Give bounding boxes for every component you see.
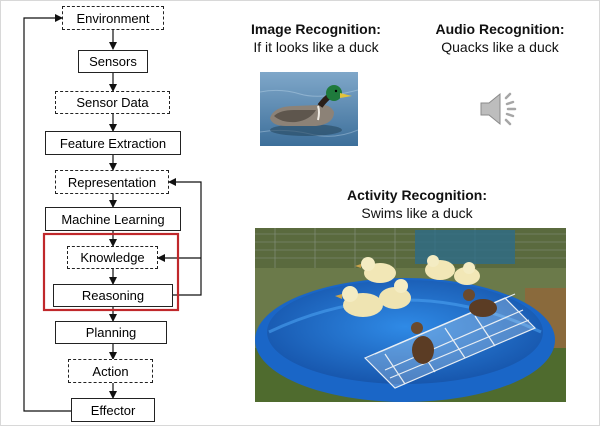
box-reasoning: Reasoning	[53, 284, 173, 307]
speaker-icon	[480, 92, 517, 126]
activity-recognition-subtitle: Swims like a duck	[361, 205, 473, 221]
box-sensor-data: Sensor Data	[55, 91, 170, 114]
image-recognition-subtitle: If it looks like a duck	[253, 39, 379, 55]
box-representation: Representation	[55, 170, 169, 194]
arrow-effector-environment	[23, 14, 71, 412]
box-planning: Planning	[55, 321, 167, 344]
duck-photo	[260, 72, 358, 146]
activity-recognition-heading: Activity Recognition: Swims like a duck	[322, 186, 512, 222]
box-feature-extraction: Feature Extraction	[45, 131, 181, 155]
box-effector: Effector	[71, 398, 155, 422]
audio-recognition-subtitle: Quacks like a duck	[441, 39, 559, 55]
audio-recognition-heading: Audio Recognition: Quacks like a duck	[414, 20, 586, 56]
image-recognition-heading: Image Recognition: If it looks like a du…	[226, 20, 406, 56]
ducklings-pool-photo	[255, 228, 566, 402]
image-recognition-title: Image Recognition:	[251, 21, 381, 37]
duck-photo-icon	[260, 72, 358, 146]
box-environment: Environment	[62, 6, 164, 30]
ducklings-pool-icon	[255, 228, 566, 402]
box-machine-learning: Machine Learning	[45, 207, 181, 231]
box-sensors: Sensors	[78, 50, 148, 73]
activity-recognition-title: Activity Recognition:	[346, 187, 487, 203]
box-knowledge: Knowledge	[67, 246, 158, 269]
arrow-reasoning-representation	[168, 178, 202, 296]
audio-recognition-title: Audio Recognition:	[435, 21, 565, 37]
highlight-box	[42, 232, 180, 312]
box-action: Action	[68, 359, 153, 383]
